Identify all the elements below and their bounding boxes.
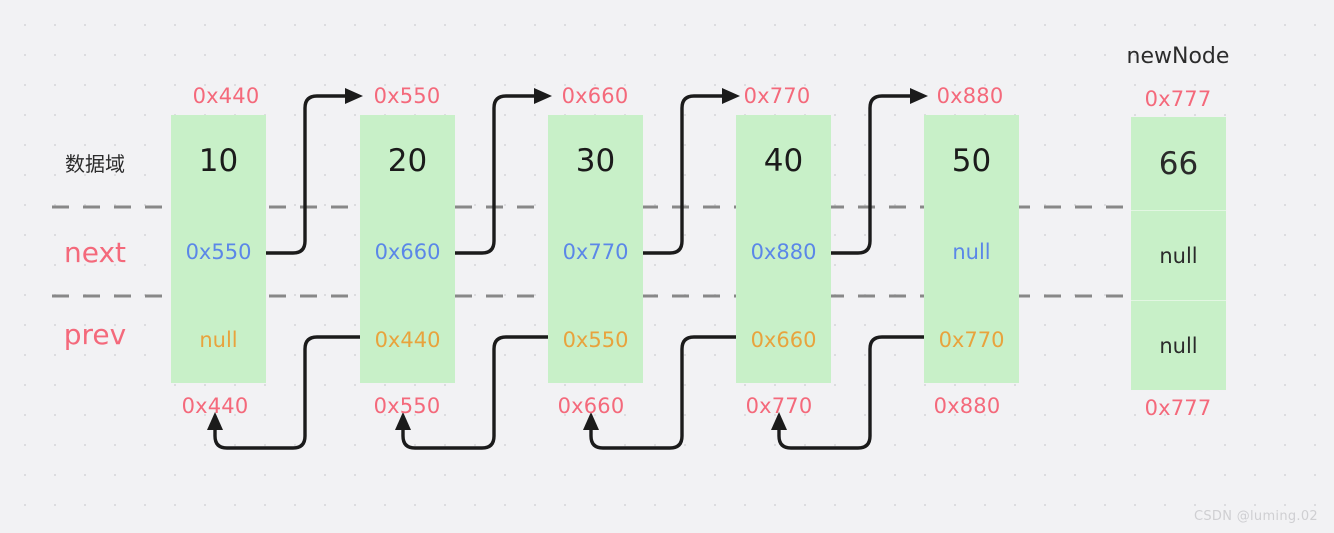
new-node-next-cell: null: [1131, 210, 1226, 300]
node-bottom-address: 0x550: [373, 394, 441, 418]
node-bottom-address: 0x880: [933, 394, 1001, 418]
node-data-cell: 40: [763, 143, 804, 179]
node-bottom-address: 0x660: [557, 394, 625, 418]
node-prev-cell: null: [199, 327, 238, 352]
node-top-address: 0x440: [192, 84, 260, 108]
node-box: 20 0x660 0x440: [360, 115, 455, 383]
node-next-cell: 0x660: [374, 239, 441, 264]
new-node-box: 66 null null: [1131, 117, 1226, 390]
node-top-address: 0x660: [561, 84, 629, 108]
next-arrow-3: [641, 94, 724, 255]
node-top-address: 0x880: [936, 84, 1004, 108]
node-box: 10 0x550 null: [171, 115, 266, 383]
new-node-caption: newNode: [1126, 44, 1230, 69]
node-box: 30 0x770 0x550: [548, 115, 643, 383]
node-next-cell: 0x550: [185, 239, 252, 264]
new-node-prev-cell: null: [1131, 300, 1226, 390]
node-prev-cell: 0x770: [938, 327, 1005, 352]
node-next-cell: 0x880: [750, 239, 817, 264]
next-arrow-2: [453, 94, 536, 255]
new-node-bottom-address: 0x777: [1144, 396, 1212, 420]
node-data-cell: 30: [575, 143, 616, 179]
node-data-cell: 20: [387, 143, 428, 179]
row-label-prev: prev: [63, 318, 127, 351]
node-data-cell: 10: [198, 143, 239, 179]
new-node-top-address: 0x777: [1144, 87, 1212, 111]
next-arrow-4: [829, 94, 912, 255]
node-next-cell: null: [952, 239, 991, 264]
node-next-cell: 0x770: [562, 239, 629, 264]
node-box: 50 null 0x770: [924, 115, 1019, 383]
node-top-address: 0x550: [373, 84, 441, 108]
node-top-address: 0x770: [743, 84, 811, 108]
node-box: 40 0x880 0x660: [736, 115, 831, 383]
node-prev-cell: 0x660: [750, 327, 817, 352]
node-bottom-address: 0x770: [745, 394, 813, 418]
new-node-data-cell: 66: [1158, 145, 1199, 182]
node-prev-cell: 0x440: [374, 327, 441, 352]
next-arrow-1: [264, 94, 347, 255]
watermark: CSDN @luming.02: [1194, 509, 1318, 524]
node-prev-cell: 0x550: [562, 327, 629, 352]
node-data-cell: 50: [951, 143, 992, 179]
row-label-data: 数据域: [65, 152, 125, 176]
node-bottom-address: 0x440: [181, 394, 249, 418]
row-label-next: next: [63, 236, 127, 269]
